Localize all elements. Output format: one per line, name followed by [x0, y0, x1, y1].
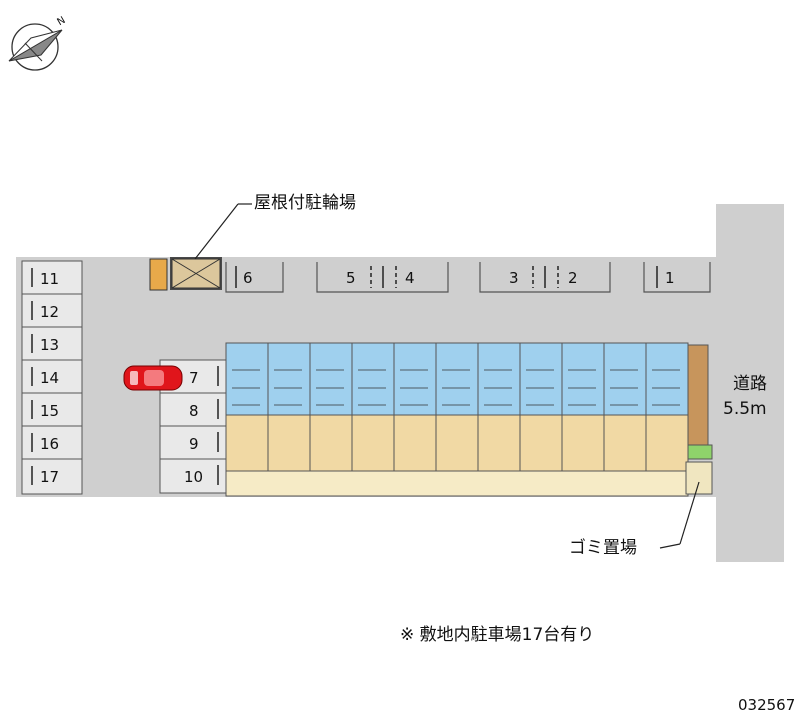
bicycle-parking-label: 屋根付駐輪場 — [254, 193, 356, 213]
space-number: 8 — [189, 402, 199, 420]
space-number: 9 — [189, 435, 199, 453]
space-number: 10 — [184, 468, 204, 486]
left-space-column — [21, 260, 83, 495]
bicycle-parking — [149, 203, 252, 291]
space-number: 16 — [40, 435, 60, 453]
road — [716, 204, 784, 562]
road-label: 道路 — [733, 374, 767, 394]
space-number: 4 — [405, 269, 415, 287]
property-id: 032567 — [738, 696, 796, 714]
top-space-markings — [225, 262, 711, 293]
space-number: 5 — [346, 269, 356, 287]
space-number: 11 — [40, 270, 60, 288]
space-number: 1 — [665, 269, 675, 287]
space-number: 13 — [40, 336, 60, 354]
garbage-area — [659, 461, 713, 549]
space-number-highlighted: 7 — [189, 369, 199, 387]
space-number: 14 — [40, 369, 60, 387]
compass-icon — [8, 23, 63, 71]
garbage-label: ゴミ置場 — [569, 538, 637, 558]
space-number: 12 — [40, 303, 60, 321]
space-number: 6 — [243, 269, 253, 287]
footnote: ※ 敷地内駐車場17台有り — [400, 625, 595, 645]
space-number: 2 — [568, 269, 578, 287]
space-number: 17 — [40, 468, 60, 486]
apartment-building — [225, 342, 713, 497]
road-width-label: 5.5m — [723, 399, 767, 419]
car-icon — [123, 365, 183, 391]
space-number: 3 — [509, 269, 519, 287]
space-number: 15 — [40, 402, 60, 420]
